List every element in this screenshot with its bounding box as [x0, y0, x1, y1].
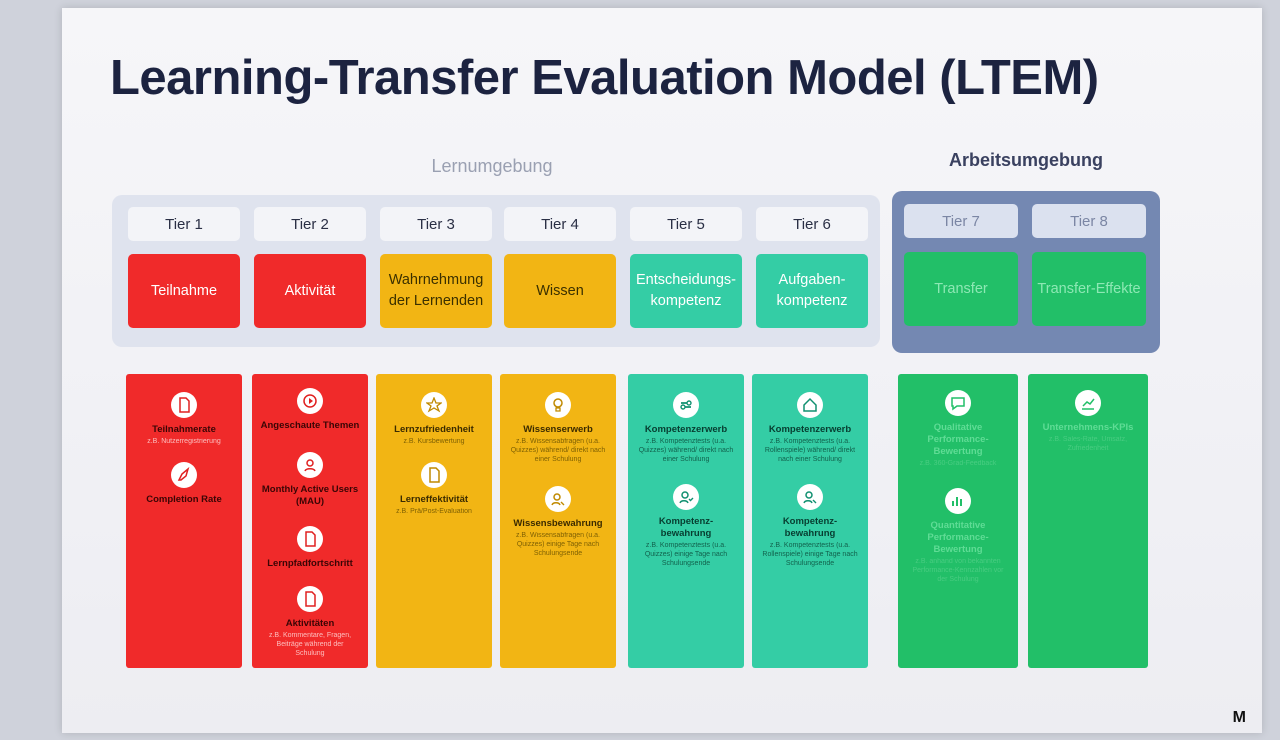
metric-kompetenzerwerb-5: Kompetenzerwerb z.B. Kompetenztests (u.a… — [628, 392, 744, 464]
page-title: Learning-Transfer Evaluation Model (LTEM… — [110, 51, 1099, 105]
house-icon — [797, 392, 823, 418]
document-icon — [171, 392, 197, 418]
line-chart-icon — [1075, 390, 1101, 416]
box-wahrnehmung: Wahrnehmung der Lernenden — [380, 254, 492, 328]
user-icon — [297, 452, 323, 478]
metric-kompetenzbewahrung-6: Kompetenz-bewahrung z.B. Kompetenztests … — [752, 484, 868, 568]
brand-logo: M — [1232, 709, 1246, 726]
box-transfer: Transfer — [904, 252, 1018, 326]
bar-chart-icon — [945, 488, 971, 514]
metric-unternehmens-kpis: Unternehmens-KPIs z.B. Sales-Rate, Umsat… — [1028, 390, 1148, 453]
chat-icon — [945, 390, 971, 416]
metric-quantitative-performance: Quantitative Performance-Bewertung z.B. … — [898, 488, 1018, 584]
document-icon — [297, 586, 323, 612]
metric-qualitative-performance: Qualitative Performance-Bewertung z.B. 3… — [898, 390, 1018, 468]
slide: Learning-Transfer Evaluation Model (LTEM… — [62, 8, 1262, 733]
tier-1-label: Tier 1 — [128, 207, 240, 241]
document-icon — [297, 526, 323, 552]
metric-wissensbewahrung: Wissensbewahrung z.B. Wissensabfragen (u… — [500, 486, 616, 558]
tier-3-label: Tier 3 — [380, 207, 492, 241]
box-teilnahme: Teilnahme — [128, 254, 240, 328]
lernumgebung-panel — [112, 195, 880, 347]
box-wissen: Wissen — [504, 254, 616, 328]
tier-2-label: Tier 2 — [254, 207, 366, 241]
star-icon — [421, 392, 447, 418]
tier-4-label: Tier 4 — [504, 207, 616, 241]
tier-8-label: Tier 8 — [1032, 204, 1146, 238]
column-tier-8: Unternehmens-KPIs z.B. Sales-Rate, Umsat… — [1028, 374, 1148, 668]
box-transfer-effekte: Transfer-Effekte — [1032, 252, 1146, 326]
box-aufgabenkompetenz: Aufgaben-kompetenz — [756, 254, 868, 328]
column-tier-4: Wissenserwerb z.B. Wissensabfragen (u.a.… — [500, 374, 616, 668]
metric-lernzufriedenheit: Lernzufriedenheit z.B. Kursbewertung — [376, 392, 492, 446]
tier-7-label: Tier 7 — [904, 204, 1018, 238]
metric-teilnahmerate: Teilnahmerate z.B. Nutzerregistrierung — [126, 392, 242, 446]
group-label-arbeit: Arbeitsumgebung — [948, 150, 1103, 170]
column-tier-6: Kompetenzerwerb z.B. Kompetenztests (u.a… — [752, 374, 868, 668]
play-icon — [297, 388, 323, 414]
metric-kompetenzbewahrung-5: Kompetenz-bewahrung z.B. Kompetenztests … — [628, 484, 744, 568]
lightbulb-icon — [545, 392, 571, 418]
metric-completion-rate: Completion Rate — [126, 462, 242, 506]
box-entscheidungskompetenz: Entscheidungs-kompetenz — [630, 254, 742, 328]
tier-5-label: Tier 5 — [630, 207, 742, 241]
group-label-lern: Lernumgebung — [431, 156, 553, 176]
metric-wissenserwerb: Wissenserwerb z.B. Wissensabfragen (u.a.… — [500, 392, 616, 464]
tier-6-label: Tier 6 — [756, 207, 868, 241]
metric-lerneffektivitaet: Lerneffektivität z.B. Prä/Post-Evaluatio… — [376, 462, 492, 516]
column-tier-3: Lernzufriedenheit z.B. Kursbewertung Ler… — [376, 374, 492, 668]
column-tier-5: Kompetenzerwerb z.B. Kompetenztests (u.a… — [628, 374, 744, 668]
metric-mau: Monthly Active Users (MAU) — [252, 452, 368, 508]
rocket-icon — [171, 462, 197, 488]
document-icon — [421, 462, 447, 488]
metric-angeschaute-themen: Angeschaute Themen — [252, 388, 368, 432]
column-tier-2: Angeschaute Themen Monthly Active Users … — [252, 374, 368, 668]
link-icon — [673, 392, 699, 418]
metric-lernpfadfortschritt: Lernpfadfortschritt — [252, 526, 368, 570]
person-search-icon — [545, 486, 571, 512]
box-aktivitaet: Aktivität — [254, 254, 366, 328]
column-tier-7: Qualitative Performance-Bewertung z.B. 3… — [898, 374, 1018, 668]
column-tier-1: Teilnahmerate z.B. Nutzerregistrierung C… — [126, 374, 242, 668]
metric-aktivitaeten: Aktivitäten z.B. Kommentare, Fragen, Bei… — [252, 586, 368, 658]
person-check-icon — [673, 484, 699, 510]
metric-kompetenzerwerb-6: Kompetenzerwerb z.B. Kompetenztests (u.a… — [752, 392, 868, 464]
person-search-icon — [797, 484, 823, 510]
